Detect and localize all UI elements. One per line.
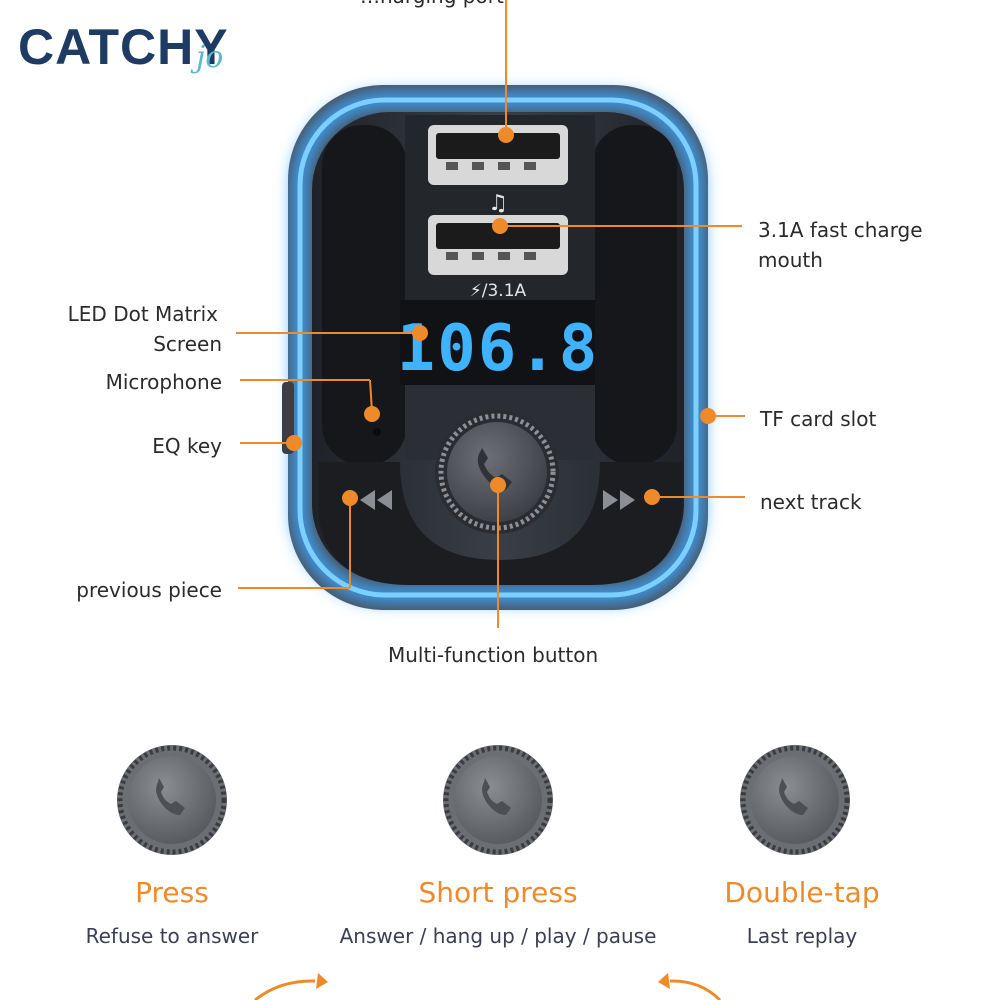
previous-track-icon [360, 490, 392, 510]
knob-short-press [443, 745, 553, 855]
device-illustration: ♫ ⚡/3.1A 106.8 [236, 0, 745, 628]
action-title-double-tap: Double-tap [724, 876, 880, 909]
action-title-short-press: Short press [418, 876, 578, 909]
label-next-track: next track [760, 490, 862, 514]
label-multi-function: Multi-function button [388, 643, 599, 667]
phone-icon [779, 778, 808, 815]
logo-script: jo [196, 40, 224, 75]
phone-icon [156, 778, 185, 815]
label-eq-key: EQ key [152, 434, 222, 458]
action-knobs [117, 745, 850, 855]
right-pillar [592, 125, 677, 465]
usb-rating-label: ⚡/3.1A [470, 281, 527, 301]
label-microphone: Microphone [105, 370, 222, 394]
action-desc-short-press: Answer / hang up / play / pause [339, 924, 657, 948]
led-screen [400, 300, 595, 385]
bottom-arrows [254, 973, 722, 1000]
arrow-right [669, 979, 722, 1000]
callout-lines [236, 0, 745, 628]
label-fast-charge-line1: 3.1A fast charge [758, 218, 923, 242]
next-track-icon [603, 490, 635, 510]
usb-port-top [428, 125, 568, 185]
label-tf-card: TF card slot [760, 407, 877, 431]
knob-press [117, 745, 227, 855]
brand-logo: CATCHY [18, 18, 229, 76]
phone-icon [482, 778, 511, 815]
frequency-display: 106.8 [397, 312, 600, 386]
action-title-press: Press [135, 876, 209, 909]
arrow-left-head-icon [316, 973, 328, 989]
knob-knurl [438, 413, 556, 531]
label-led-screen-line1: LED Dot Matrix [67, 302, 218, 326]
usb-port-bottom [428, 215, 568, 275]
label-previous-piece: previous piece [76, 578, 222, 602]
label-led-screen-line2: Screen [153, 332, 222, 356]
knob-double-tap [740, 745, 850, 855]
label-charging-port: …harging port [360, 0, 504, 8]
callout-dots [286, 127, 716, 506]
multi-function-knob [447, 422, 547, 522]
label-fast-charge-line2: mouth [758, 248, 823, 272]
arrow-left [254, 979, 316, 1000]
microphone-hole [373, 428, 381, 436]
action-desc-press: Refuse to answer [85, 924, 259, 948]
action-desc-double-tap: Last replay [746, 924, 858, 948]
arrow-right-head-icon [658, 973, 670, 989]
lower-panel [318, 462, 682, 585]
logo-text: CATCHY [18, 19, 229, 75]
music-note-icon: ♫ [488, 191, 508, 216]
